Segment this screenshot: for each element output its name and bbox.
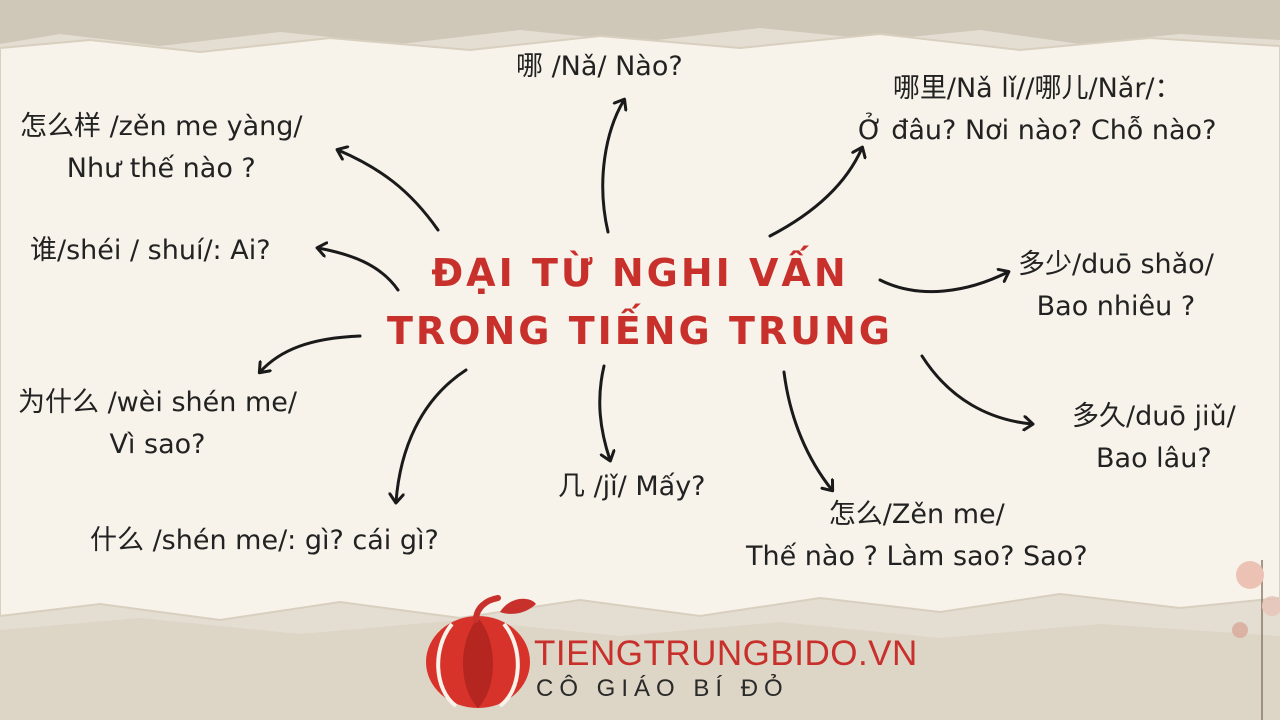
node-na: 哪 /Nǎ/ Nào? bbox=[516, 51, 683, 82]
arrow-to-na bbox=[601, 100, 624, 234]
diagram-title: ĐẠI TỪ NGHI VẤN TRONG TIẾNG TRUNG bbox=[360, 244, 920, 360]
node-duoshao: 多少/duō shǎo/ Bao nhiêu ? bbox=[1018, 249, 1214, 322]
arrow-to-weishenme bbox=[260, 334, 362, 372]
connector-arrows bbox=[260, 100, 1032, 502]
title-line-2: TRONG TIẾNG TRUNG bbox=[387, 309, 893, 353]
arrow-to-ji bbox=[598, 364, 610, 460]
node-weishenme: 为什么 /wèi shén me/ Vì sao? bbox=[18, 387, 297, 460]
brand-tagline: CÔ GIÁO BÍ ĐỎ bbox=[536, 675, 789, 702]
brand-logo-text: TIENGTRUNGBIDO.VN CÔ GIÁO BÍ ĐỎ bbox=[534, 634, 918, 704]
node-nali: 哪里/Nǎ lǐ//哪儿/Nǎr/： Ở đâu? Nơi nào? Chỗ n… bbox=[858, 73, 1217, 146]
title-line-1: ĐẠI TỪ NGHI VẤN bbox=[431, 251, 849, 295]
node-shenme: 什么 /shén me/: gì? cái gì? bbox=[90, 525, 439, 556]
node-zenmeyang: 怎么样 /zěn me yàng/ Như thế nào ? bbox=[20, 111, 303, 184]
node-zenme: 怎么/Zěn me/ Thế nào ? Làm sao? Sao? bbox=[746, 499, 1088, 572]
node-ji: 几 /jǐ/ Mấy? bbox=[558, 471, 706, 502]
arrow-to-shei bbox=[318, 248, 400, 292]
node-duojiu: 多久/duō jiǔ/ Bao lâu? bbox=[1072, 401, 1236, 474]
flower-decoration-icon bbox=[1232, 560, 1280, 720]
arrow-to-duojiu bbox=[920, 354, 1032, 424]
arrow-to-zenme bbox=[782, 370, 832, 490]
node-shei: 谁/shéi / shuí/: Ai? bbox=[30, 235, 271, 266]
arrow-to-shenme bbox=[396, 368, 468, 502]
pumpkin-logo-icon bbox=[426, 595, 536, 708]
brand-name: TIENGTRUNGBIDO.VN bbox=[534, 634, 918, 673]
paper-sheet bbox=[0, 32, 1280, 622]
arrow-to-duoshao bbox=[878, 272, 1008, 294]
arrow-to-nali bbox=[768, 148, 862, 238]
arrow-to-zenmeyang bbox=[338, 150, 440, 232]
